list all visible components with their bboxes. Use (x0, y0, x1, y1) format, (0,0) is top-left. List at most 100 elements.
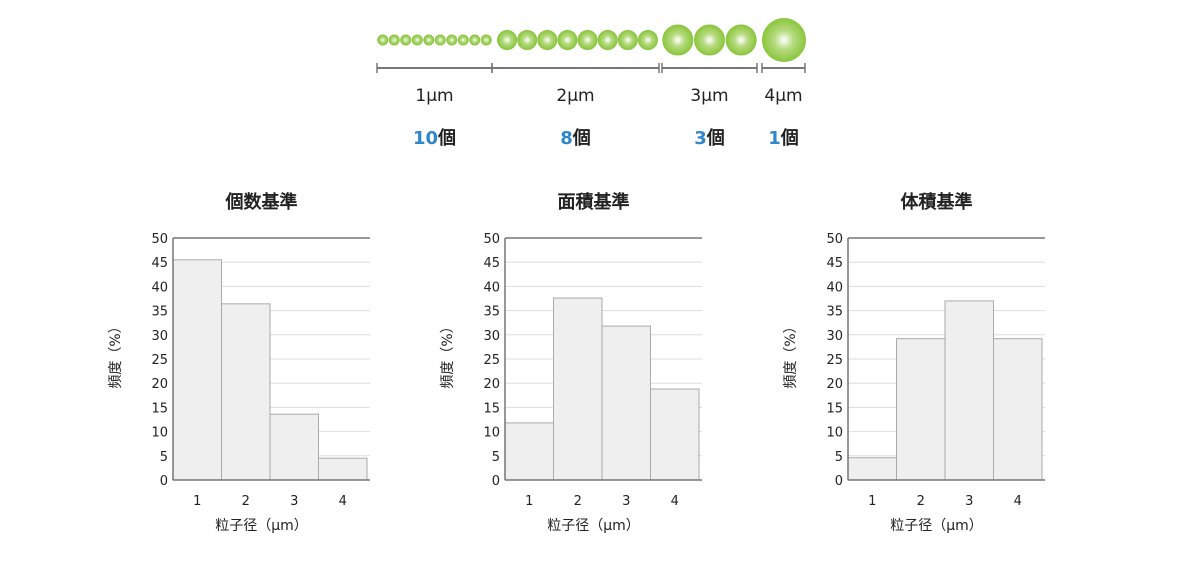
histogram-bar (172, 259, 222, 481)
particle-icon (388, 34, 400, 46)
particle-icon (517, 30, 538, 50)
y-tick-label: 15 (483, 401, 500, 416)
count-label: 3個 (694, 128, 725, 149)
count-number: 8 (560, 128, 573, 149)
y-tick-label: 5 (160, 450, 168, 465)
y-tick-label: 20 (826, 377, 843, 392)
y-tick-label: 10 (826, 426, 843, 441)
x-axis-title: 粒子径（μm） (215, 518, 308, 534)
y-tick-label: 50 (151, 232, 168, 247)
size-label: 2μm (556, 86, 594, 106)
histogram-bar (553, 297, 603, 481)
y-tick-label: 15 (826, 401, 843, 416)
y-tick-label: 15 (151, 401, 168, 416)
particle-icon (617, 30, 638, 50)
histogram-bar (650, 388, 700, 481)
chart-title: 個数基準 (225, 191, 298, 213)
y-tick-label: 35 (826, 305, 843, 320)
chart-title: 体積基準 (901, 191, 973, 213)
y-tick-label: 40 (483, 280, 500, 295)
x-tick-label: 1 (525, 494, 533, 509)
particle-icon (446, 34, 458, 46)
count-label: 8個 (560, 128, 591, 149)
y-tick-label: 45 (151, 256, 168, 271)
particle-icon (469, 34, 481, 46)
y-tick-label: 45 (483, 256, 500, 271)
y-tick-label: 0 (160, 474, 168, 489)
count-number: 1 (768, 128, 781, 149)
y-tick-label: 35 (483, 305, 500, 320)
particle-icon (457, 34, 469, 46)
y-tick-label: 10 (151, 426, 168, 441)
particle-icon (694, 24, 725, 56)
y-tick-label: 25 (483, 353, 500, 368)
count-label: 1個 (768, 128, 799, 149)
particle-icon (662, 24, 694, 56)
particle-icon (557, 30, 578, 50)
particle-icon (480, 34, 492, 46)
y-axis-title: 頻度（%） (783, 319, 799, 388)
histogram-bar (269, 413, 319, 481)
x-tick-label: 2 (574, 494, 582, 509)
y-tick-label: 0 (492, 474, 500, 489)
size-label: 1μm (415, 86, 453, 106)
count-number: 3 (694, 128, 707, 149)
size-label: 3μm (690, 86, 728, 106)
y-tick-label: 40 (826, 280, 843, 295)
y-tick-label: 50 (483, 232, 500, 247)
particle-icon (377, 34, 389, 46)
count-unit: 個 (572, 128, 591, 149)
y-axis-title: 頻度（%） (108, 319, 124, 388)
histogram-chart: 面積基準 0 5 10 15 20 25 30 35 40 45 50 1 2 3 4 粒子径（μm） 頻度（%） (440, 191, 702, 534)
x-tick-label: 1 (868, 494, 876, 509)
y-tick-label: 30 (826, 329, 843, 344)
histogram-bar (318, 457, 368, 481)
particle-icon (637, 30, 658, 50)
histogram-bar (847, 457, 897, 481)
particle-icon (762, 18, 806, 62)
y-tick-label: 5 (492, 450, 500, 465)
x-tick-label: 2 (242, 494, 250, 509)
count-unit: 個 (780, 128, 799, 149)
count-number: 10 (413, 128, 438, 149)
histogram-bar (993, 338, 1043, 481)
y-tick-label: 50 (826, 232, 843, 247)
particle-icon (411, 34, 423, 46)
particle-icon (725, 24, 757, 56)
histogram-bar (944, 300, 994, 481)
x-tick-label: 2 (917, 494, 925, 509)
chart-title: 面積基準 (558, 191, 630, 213)
count-label: 10個 (413, 128, 456, 149)
x-axis-title: 粒子径（μm） (890, 518, 983, 534)
count-unit: 個 (706, 128, 725, 149)
y-tick-label: 30 (151, 329, 168, 344)
y-tick-label: 25 (826, 353, 843, 368)
y-tick-label: 0 (835, 474, 843, 489)
y-tick-label: 25 (151, 353, 168, 368)
particle-icon (597, 30, 618, 50)
count-unit: 個 (437, 128, 456, 149)
y-axis-title: 頻度（%） (440, 319, 456, 388)
y-tick-label: 5 (835, 450, 843, 465)
x-tick-label: 4 (339, 494, 347, 509)
histogram-bar (504, 422, 554, 481)
histogram-bar (221, 303, 271, 481)
y-tick-label: 30 (483, 329, 500, 344)
y-tick-label: 35 (151, 305, 168, 320)
x-axis-title: 粒子径（μm） (547, 518, 640, 534)
y-tick-label: 20 (483, 377, 500, 392)
particle-icon (577, 30, 598, 50)
x-tick-label: 4 (671, 494, 679, 509)
x-tick-label: 3 (622, 494, 630, 509)
y-tick-label: 10 (483, 426, 500, 441)
particle-icon (423, 34, 435, 46)
x-tick-label: 3 (290, 494, 298, 509)
y-tick-label: 40 (151, 280, 168, 295)
histogram-bar (896, 338, 946, 481)
x-tick-label: 3 (965, 494, 973, 509)
